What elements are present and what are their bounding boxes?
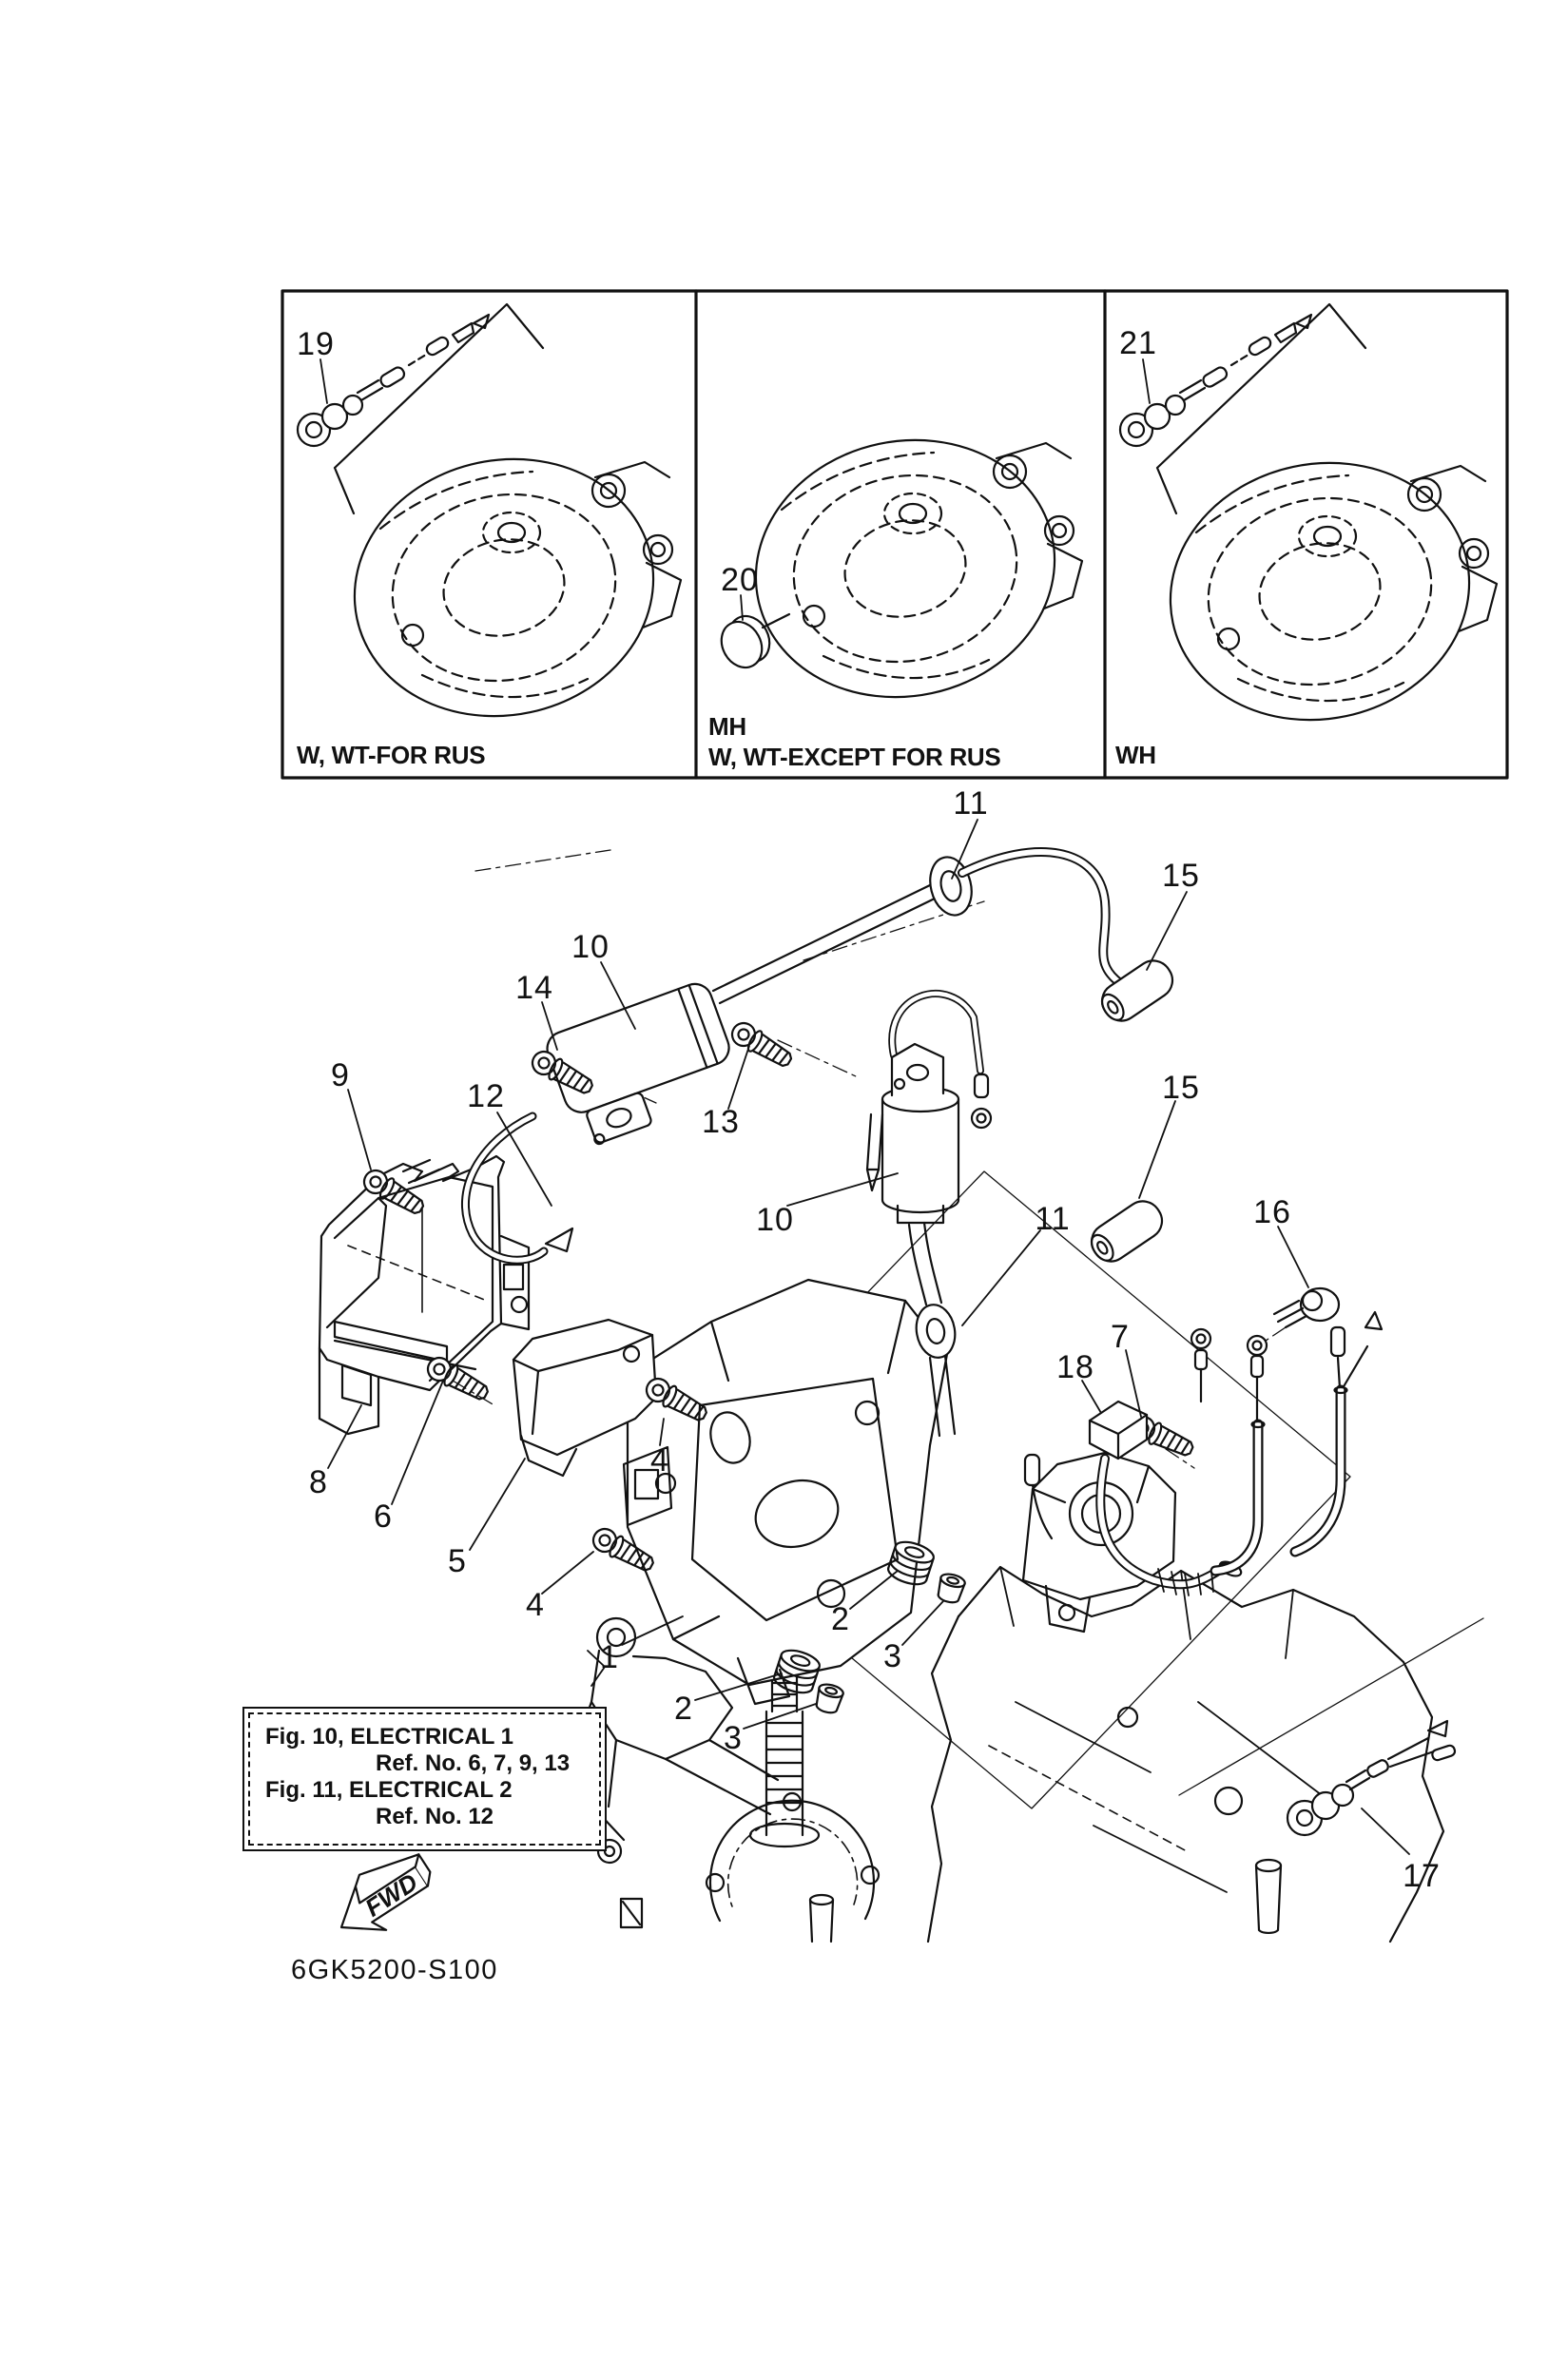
part-callout: 4 bbox=[526, 1589, 545, 1621]
part-number: 4 bbox=[526, 1587, 545, 1623]
part-callout: 3 bbox=[883, 1640, 902, 1673]
part-callout: 3 bbox=[724, 1722, 743, 1754]
reference-note-box: Fig. 10, ELECTRICAL 1 Ref. No. 6, 7, 9, … bbox=[242, 1707, 607, 1851]
reference-note-line: Fig. 11, ELECTRICAL 2 bbox=[265, 1777, 513, 1803]
part-number: 3 bbox=[883, 1638, 902, 1674]
part-callout: 10 bbox=[756, 1204, 794, 1236]
part-number: 7 bbox=[1111, 1319, 1130, 1355]
leader-lines bbox=[319, 358, 1410, 1855]
part-callout: 21 bbox=[1119, 327, 1157, 359]
variant-panels bbox=[281, 289, 1509, 780]
part-callout: 6 bbox=[374, 1500, 393, 1533]
wire-harness bbox=[1023, 1310, 1384, 1596]
part-callout: 20 bbox=[721, 564, 759, 596]
part-callout: 9 bbox=[331, 1059, 350, 1092]
reference-note-line: Ref. No. 6, 7, 9, 13 bbox=[376, 1750, 571, 1776]
part-number: 6 bbox=[374, 1499, 393, 1535]
part-number: 15 bbox=[1162, 1070, 1200, 1106]
reference-note-line: Ref. No. 12 bbox=[376, 1804, 494, 1829]
part-callout: 5 bbox=[448, 1545, 467, 1577]
part-callout: 13 bbox=[702, 1106, 740, 1138]
drawing-number: 6GK5200-S100 bbox=[291, 1955, 498, 1985]
part-number: 11 bbox=[1035, 1201, 1071, 1237]
part-callout: 10 bbox=[571, 931, 610, 963]
part-number: 10 bbox=[571, 929, 610, 965]
thermo-switch bbox=[1286, 1719, 1457, 1837]
part-callout: 14 bbox=[515, 972, 553, 1004]
screws bbox=[358, 1017, 1341, 1576]
part-callout: 4 bbox=[650, 1444, 669, 1477]
part-callout: 16 bbox=[1253, 1196, 1291, 1228]
ecu-bracket bbox=[318, 1154, 531, 1436]
part-callout: 1 bbox=[600, 1641, 619, 1673]
part-callout: 11 bbox=[1035, 1203, 1070, 1235]
part-callout: 18 bbox=[1056, 1351, 1094, 1383]
panel-caption-right: WH bbox=[1115, 741, 1156, 769]
part-number: 12 bbox=[467, 1078, 505, 1114]
part-number: 2 bbox=[831, 1601, 850, 1637]
ignition-coil-2 bbox=[865, 990, 1171, 1438]
part-number: 16 bbox=[1253, 1194, 1291, 1230]
part-number: 17 bbox=[1403, 1858, 1441, 1894]
part-number: 3 bbox=[724, 1720, 743, 1756]
part-number: 10 bbox=[756, 1202, 794, 1238]
part-number: 20 bbox=[721, 562, 759, 598]
part-callout: 2 bbox=[831, 1603, 850, 1635]
panel-caption-middle-line2: W, WT-EXCEPT FOR RUS bbox=[708, 743, 1001, 771]
part-callout: 15 bbox=[1162, 1072, 1200, 1104]
part-number: 11 bbox=[953, 785, 989, 822]
part-number: 19 bbox=[297, 326, 335, 362]
part-number: 21 bbox=[1119, 325, 1157, 361]
part-callout: 17 bbox=[1403, 1860, 1441, 1892]
part-number: 5 bbox=[448, 1543, 467, 1579]
panel-caption-left: W, WT-FOR RUS bbox=[297, 741, 486, 769]
reference-note-inner: Fig. 10, ELECTRICAL 1 Ref. No. 6, 7, 9, … bbox=[248, 1712, 601, 1846]
part-number: 14 bbox=[515, 970, 553, 1006]
part-callout: 12 bbox=[467, 1080, 505, 1112]
part-callout: 7 bbox=[1111, 1321, 1130, 1353]
part-callout: 8 bbox=[309, 1466, 328, 1499]
part-number: 8 bbox=[309, 1464, 328, 1500]
part-number: 18 bbox=[1056, 1349, 1094, 1385]
engine-block bbox=[569, 1451, 1445, 1943]
electrical-bracket-plate bbox=[587, 1278, 949, 1706]
part-callout: 11 bbox=[953, 787, 988, 820]
part-number: 2 bbox=[674, 1691, 693, 1727]
part-number: 4 bbox=[650, 1442, 669, 1479]
part-number: 1 bbox=[600, 1639, 619, 1675]
panel-caption-middle: MH W, WT-EXCEPT FOR RUS bbox=[708, 711, 1001, 772]
reference-note-line: Fig. 10, ELECTRICAL 1 bbox=[265, 1724, 513, 1750]
part-number: 9 bbox=[331, 1057, 350, 1093]
part-callout: 2 bbox=[674, 1692, 693, 1725]
part-number: 15 bbox=[1162, 858, 1200, 894]
part-number: 13 bbox=[702, 1104, 740, 1140]
ignition-coil-1 bbox=[460, 847, 1181, 1265]
part-callout: 19 bbox=[297, 328, 335, 360]
part-callout: 15 bbox=[1162, 860, 1200, 892]
blind-plug-20 bbox=[720, 612, 791, 669]
panel-caption-middle-line1: MH bbox=[708, 712, 746, 741]
washer-screw-16 bbox=[1272, 1286, 1341, 1329]
